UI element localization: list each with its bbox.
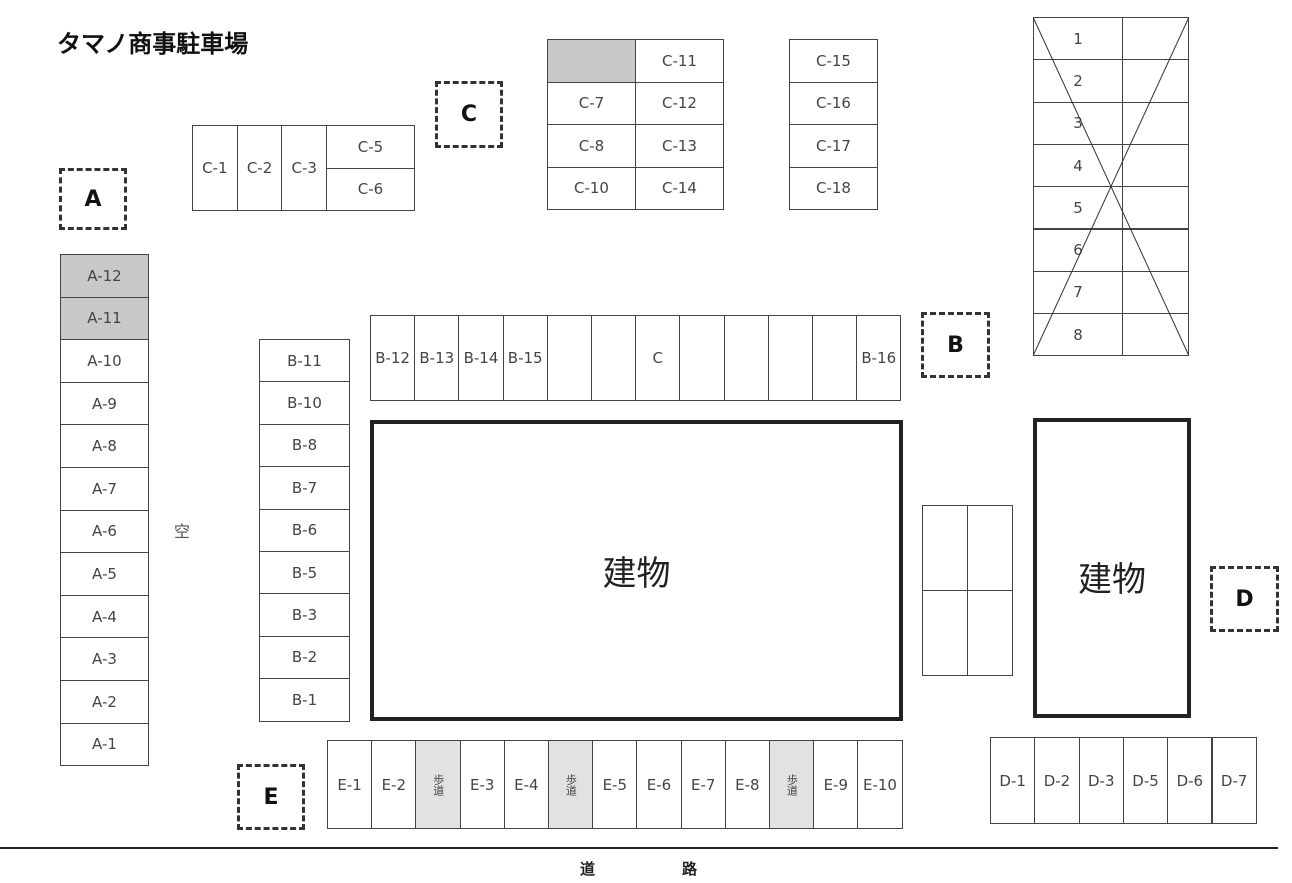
parking-spot: 1 xyxy=(1033,17,1123,61)
parking-spot: C-17 xyxy=(789,124,878,168)
parking-spot: B-13 xyxy=(414,315,460,401)
parking-spot: E-7 xyxy=(680,740,726,829)
parking-spot: D-6 xyxy=(1167,737,1213,824)
parking-spot: C-5 xyxy=(326,125,415,169)
road-label-2: 路 xyxy=(682,860,698,878)
parking-spot: 7 xyxy=(1033,270,1123,315)
zone-c-marker: C xyxy=(435,81,503,148)
small-block-cell xyxy=(922,505,968,591)
zone-e-marker: E xyxy=(237,764,305,830)
parking-spot: C xyxy=(635,315,681,401)
parking-spot-unlabeled xyxy=(767,315,813,401)
zone-b-marker: B xyxy=(921,312,990,378)
parking-spot: A-12 xyxy=(60,254,149,298)
parking-spot: D-3 xyxy=(1078,737,1124,824)
parking-spot: A-11 xyxy=(60,296,149,341)
parking-spot: C-3 xyxy=(281,125,328,211)
building-east: 建物 xyxy=(1033,418,1191,718)
small-block-cell xyxy=(967,590,1013,676)
parking-spot: C-15 xyxy=(789,39,878,83)
parking-spot: B-16 xyxy=(856,315,902,401)
parking-spot-unlabeled xyxy=(546,315,592,401)
parking-spot: D-7 xyxy=(1211,737,1257,824)
parking-spot: E-4 xyxy=(503,740,549,829)
parking-spot: C-11 xyxy=(635,39,724,83)
parking-spot: A-6 xyxy=(60,509,149,554)
parking-spot-unlabeled xyxy=(547,39,636,83)
parking-spot-unlabeled xyxy=(679,315,725,401)
parking-spot: A-8 xyxy=(60,424,149,468)
parking-spot-unlabeled xyxy=(1122,143,1189,188)
parking-spot: C-14 xyxy=(635,166,724,210)
walkway: 歩道 xyxy=(548,740,594,829)
small-block-cell xyxy=(967,505,1013,591)
walkway: 歩道 xyxy=(415,740,461,829)
parking-spot: D-1 xyxy=(990,737,1036,824)
parking-spot: B-10 xyxy=(259,381,350,425)
closed-area-cross-icon xyxy=(1033,17,1189,356)
parking-spot: A-5 xyxy=(60,552,149,596)
parking-spot: E-10 xyxy=(857,740,903,829)
parking-spot: A-2 xyxy=(60,680,149,724)
parking-spot: B-3 xyxy=(259,593,350,637)
parking-spot: B-7 xyxy=(259,466,350,510)
parking-spot-unlabeled xyxy=(1122,313,1189,357)
parking-spot: E-1 xyxy=(327,740,373,829)
parking-spot: B-1 xyxy=(259,678,350,722)
parking-spot: C-13 xyxy=(635,124,724,168)
parking-spot: E-5 xyxy=(592,740,638,829)
parking-spot: E-9 xyxy=(813,740,859,829)
empty-label: 空 xyxy=(174,522,191,541)
parking-spot: A-4 xyxy=(60,594,149,639)
parking-spot: E-6 xyxy=(636,740,682,829)
walkway: 歩道 xyxy=(769,740,815,829)
parking-spot: B-11 xyxy=(259,339,350,383)
parking-spot: A-1 xyxy=(60,722,149,767)
small-block-cell xyxy=(922,590,968,676)
parking-spot-unlabeled xyxy=(812,315,858,401)
parking-spot-unlabeled xyxy=(1122,270,1189,315)
parking-spot: B-2 xyxy=(259,635,350,680)
parking-spot-unlabeled xyxy=(723,315,769,401)
parking-spot-unlabeled xyxy=(591,315,637,401)
parking-spot: C-16 xyxy=(789,81,878,125)
parking-spot: D-2 xyxy=(1034,737,1080,824)
parking-spot: C-6 xyxy=(326,167,415,211)
page-title: タマノ商事駐車場 xyxy=(57,30,249,58)
parking-spot: A-7 xyxy=(60,467,149,511)
parking-spot: C-12 xyxy=(635,81,724,125)
parking-spot: C-18 xyxy=(789,166,878,210)
zone-a-marker: A xyxy=(59,168,127,230)
parking-spot: C-7 xyxy=(547,81,636,125)
road-label-1: 道 xyxy=(580,860,596,878)
parking-spot: D-5 xyxy=(1122,737,1169,824)
parking-spot: A-9 xyxy=(60,381,149,426)
parking-spot: B-5 xyxy=(259,551,350,595)
parking-spot: B-8 xyxy=(259,423,350,468)
parking-spot: B-15 xyxy=(502,315,548,401)
parking-spot: C-2 xyxy=(236,125,283,211)
parking-spot: E-3 xyxy=(459,740,505,829)
parking-spot: E-2 xyxy=(371,740,417,829)
parking-spot: C-1 xyxy=(192,125,238,211)
parking-spot: A-10 xyxy=(60,339,149,383)
parking-spot: A-3 xyxy=(60,637,149,681)
parking-spot: 8 xyxy=(1033,313,1123,357)
road-line xyxy=(0,847,1278,849)
parking-spot: C-10 xyxy=(547,166,636,210)
parking-spot: B-12 xyxy=(370,315,416,401)
parking-spot: E-8 xyxy=(724,740,770,829)
parking-spot: B-14 xyxy=(458,315,504,401)
building-main: 建物 xyxy=(370,420,903,721)
parking-spot: B-6 xyxy=(259,508,350,552)
zone-d-marker: D xyxy=(1210,566,1279,632)
parking-spot: C-8 xyxy=(547,124,636,168)
parking-spot: 6 xyxy=(1033,228,1123,272)
